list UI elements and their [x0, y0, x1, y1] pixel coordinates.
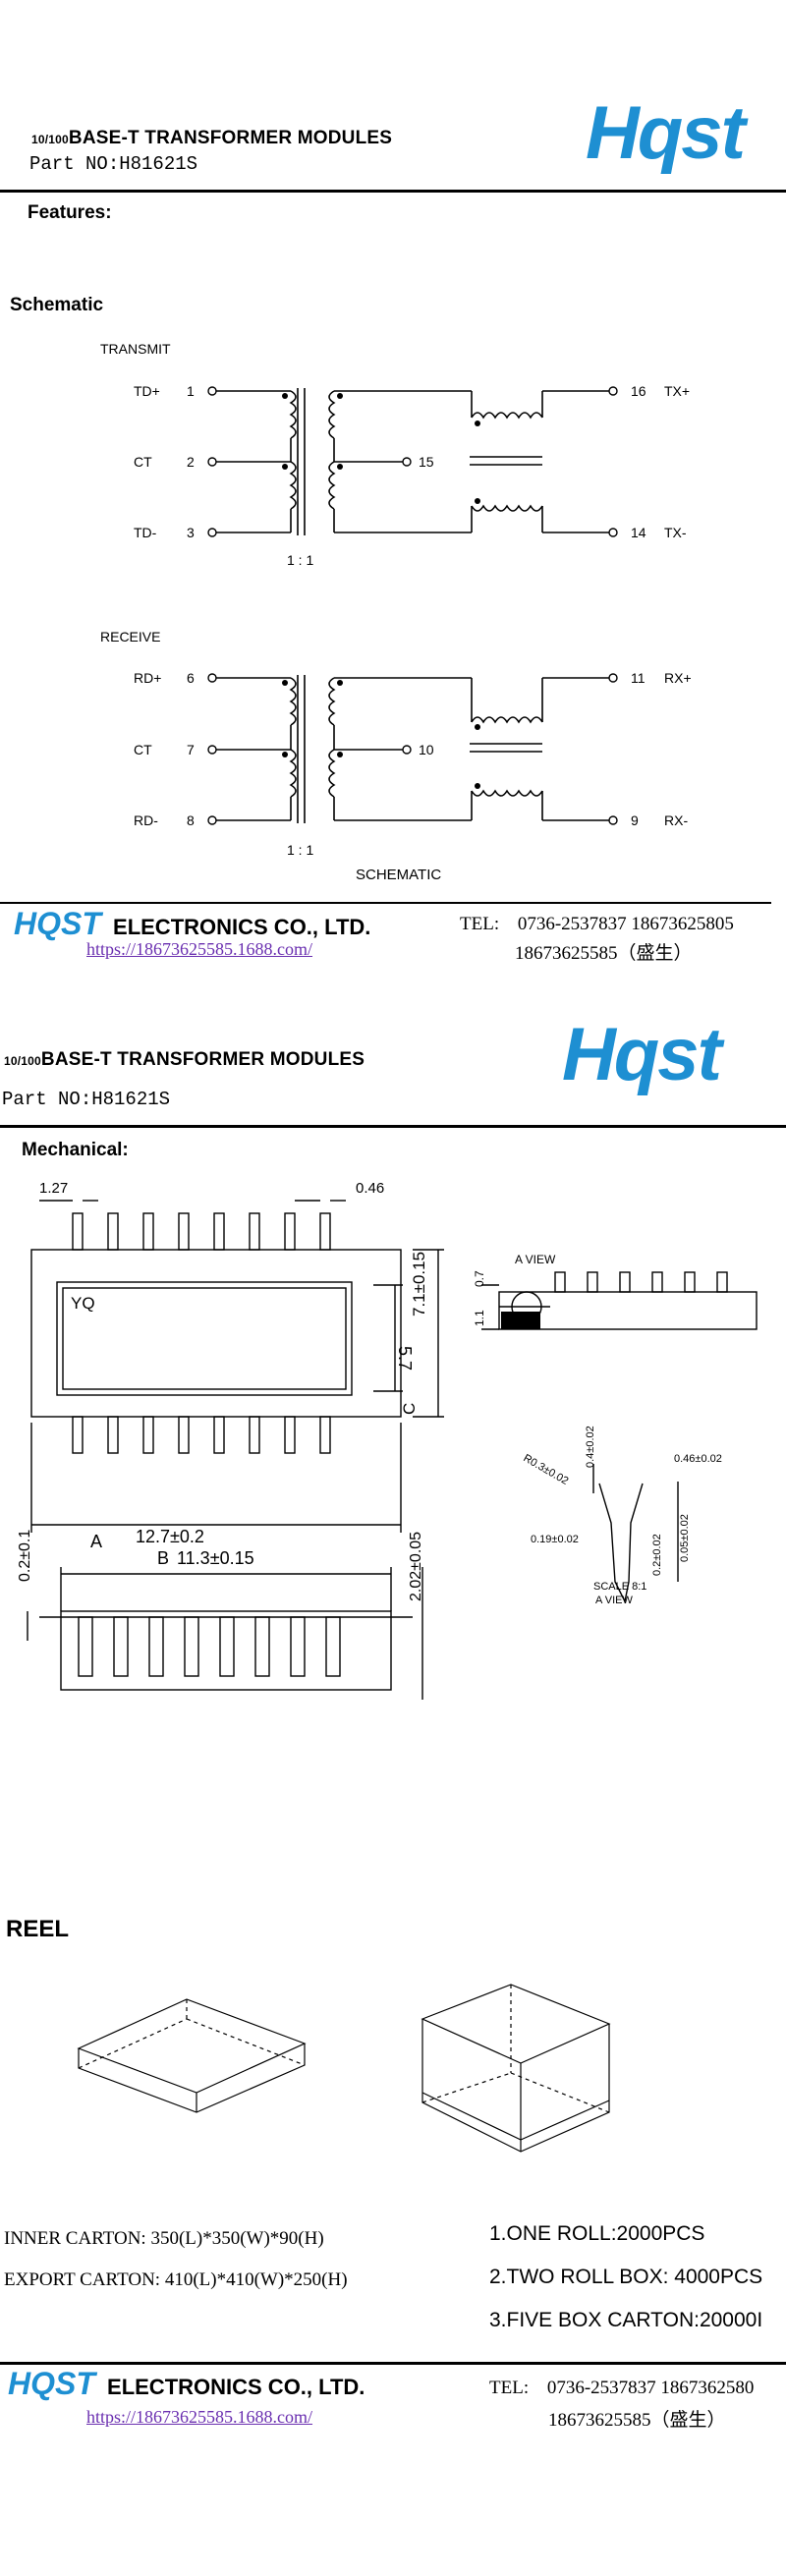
- detail-dim-1: 0.4±0.02: [585, 1426, 596, 1468]
- pin-tx-plus-name: TX+: [664, 383, 690, 399]
- footer1-link[interactable]: https://18673625585.1688.com/: [86, 939, 313, 959]
- detail-dim-2: 0.46±0.02: [674, 1453, 722, 1465]
- footer1-tel-line2: 18673625585（盛生）: [515, 943, 693, 964]
- roll-line-2: 2.TWO ROLL BOX: 4000PCS: [489, 2266, 763, 2288]
- schematic-label: Schematic: [10, 295, 104, 315]
- pin-td-minus-name: TD-: [134, 525, 157, 540]
- reel-label: REEL: [6, 1916, 70, 1942]
- dim-height: 2.02±0.05: [408, 1532, 424, 1601]
- inner-carton-text: INNER CARTON: 350(L)*350(W)*90(H): [4, 2228, 324, 2249]
- roll-line-3: 3.FIVE BOX CARTON:20000I: [489, 2309, 763, 2331]
- footer1-rule: [0, 902, 771, 904]
- pin-2-num: 2: [187, 454, 195, 470]
- pin-rx-minus-name: RX-: [664, 812, 688, 828]
- page1-part-no: Part NO:H81621S: [29, 153, 198, 175]
- page1-logo: Hqst: [586, 91, 746, 175]
- footer2-company: HQST ELECTRONICS CO., LTD.: [8, 2366, 365, 2401]
- footer1-company: HQST ELECTRONICS CO., LTD.: [14, 906, 371, 941]
- side-dim-2: 0.7: [473, 1270, 486, 1287]
- transmit-label: TRANSMIT: [100, 341, 171, 357]
- features-label: Features:: [28, 202, 112, 223]
- pin-ct-tx-name: CT: [134, 454, 152, 470]
- page1-header-rule: [0, 190, 786, 193]
- pin-tx-minus-name: TX-: [664, 525, 687, 540]
- transmit-ratio: 1 : 1: [287, 552, 313, 568]
- pin-9-num: 9: [631, 812, 639, 828]
- page2-title: 10/100BASE-T TRANSFORMER MODULES: [4, 1049, 365, 1070]
- pin-6-num: 6: [187, 670, 195, 686]
- pin-3-num: 3: [187, 525, 195, 540]
- detail-dim-6: 0.05±0.02: [679, 1514, 691, 1562]
- receive-ratio: 1 : 1: [287, 842, 313, 858]
- dim-standoff: 0.2±0.1: [17, 1530, 33, 1582]
- a-view-label: A VIEW: [515, 1253, 556, 1266]
- datum-a: A: [90, 1532, 102, 1551]
- pin-14-num: 14: [631, 525, 646, 540]
- page2-header-rule: [0, 1125, 786, 1128]
- inner-carton-illustration: [77, 1998, 307, 2113]
- page2-part-no: Part NO:H81621S: [2, 1089, 171, 1110]
- roll-line-1: 1.ONE ROLL:2000PCS: [489, 2222, 705, 2245]
- dim-pin-width: 0.46: [356, 1180, 384, 1197]
- footer2-rule: [0, 2362, 786, 2365]
- datum-c: C: [400, 1403, 419, 1415]
- pin-rx-plus-name: RX+: [664, 670, 692, 686]
- pin-ct-rx-name: CT: [134, 742, 152, 757]
- pin-10-num: 10: [419, 742, 434, 757]
- marking: YQ: [71, 1294, 95, 1313]
- dim-body-height: 5.7: [395, 1346, 415, 1371]
- schematic-caption: SCHEMATIC: [356, 867, 441, 883]
- dim-body-length: 11.3±0.15: [177, 1548, 254, 1568]
- datum-b: B: [157, 1548, 169, 1568]
- pin-rd-plus-name: RD+: [134, 670, 161, 686]
- footer2-tel: TEL: 0736-2537837 1867362580: [489, 2378, 755, 2398]
- pin-15-num: 15: [419, 454, 434, 470]
- export-carton-text: EXPORT CARTON: 410(L)*410(W)*250(H): [4, 2269, 348, 2290]
- mechanical-drawing: 1.27 0.46 12.7±0.2 A 5.7 7.1±0.15 C YQ 1…: [17, 1180, 758, 1700]
- mechanical-label: Mechanical:: [22, 1140, 129, 1160]
- footer2-link[interactable]: https://18673625585.1688.com/: [86, 2407, 313, 2427]
- page2-logo: Hqst: [562, 1013, 722, 1096]
- schematic-diagram: TRANSMIT TD+ 1 CT 2 TD- 3 15 16 TX+ 14 T…: [100, 341, 692, 883]
- footer2-tel-line2: 18673625585（盛生）: [548, 2410, 726, 2431]
- page1-title: 10/100BASE-T TRANSFORMER MODULES: [31, 128, 393, 148]
- dim-pitch: 1.27: [39, 1180, 68, 1197]
- side-dim-1: 1.1: [473, 1310, 486, 1326]
- receive-label: RECEIVE: [100, 629, 160, 644]
- pin-td-plus-name: TD+: [134, 383, 160, 399]
- pin-1-num: 1: [187, 383, 195, 399]
- export-carton-illustration: [421, 1984, 611, 2153]
- pin-7-num: 7: [187, 742, 195, 757]
- detail-dim-3: R0.3±0.02: [522, 1452, 571, 1487]
- scale-view-label: A VIEW: [595, 1595, 634, 1606]
- scale-label: SCALE 8:1: [593, 1581, 646, 1593]
- footer1-tel: TEL: 0736-2537837 18673625805: [460, 914, 734, 934]
- pin-8-num: 8: [187, 812, 195, 828]
- pin-rd-minus-name: RD-: [134, 812, 158, 828]
- dim-width: 12.7±0.2: [136, 1527, 204, 1546]
- detail-dim-4: 0.19±0.02: [531, 1534, 579, 1545]
- pin-16-num: 16: [631, 383, 646, 399]
- dim-total-height: 7.1±0.15: [410, 1252, 428, 1316]
- detail-dim-5: 0.2±0.02: [651, 1534, 663, 1576]
- pin-11-num: 11: [631, 670, 646, 686]
